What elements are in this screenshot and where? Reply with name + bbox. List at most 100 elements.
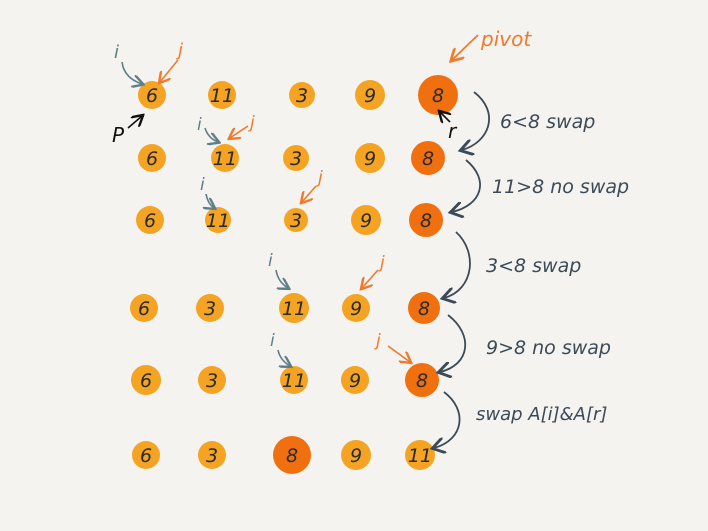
pointer-i-label-row2: i	[197, 115, 202, 135]
array-element	[132, 441, 160, 469]
element-value: 6	[138, 298, 150, 320]
pivot-element	[273, 436, 311, 474]
pointer-j-label-row3: j	[316, 168, 323, 188]
element-value: 11	[213, 148, 237, 170]
pointer-j-label-row2: j	[248, 113, 255, 133]
element-value: 3	[206, 370, 218, 392]
element-value: 8	[420, 210, 432, 232]
array-row-5: 6 3 11 9 8	[131, 363, 439, 397]
array-element	[130, 294, 158, 322]
element-value: 9	[349, 370, 361, 392]
pivot-element	[408, 292, 440, 324]
element-value: 9	[364, 85, 376, 107]
array-element	[351, 205, 381, 235]
pivot-label: pivot	[480, 27, 532, 51]
pointer-i-arrow-row3	[206, 193, 214, 208]
element-value: 11	[210, 85, 234, 107]
pointer-j-label-row1: j	[175, 40, 183, 61]
element-value: 9	[360, 210, 372, 232]
array-element	[198, 366, 226, 394]
pointer-i-label-row4: i	[268, 251, 273, 271]
element-value: 6	[146, 148, 158, 170]
pointer-i-label-row5: i	[270, 331, 275, 351]
step-label-2: 11>8 no swap	[492, 176, 629, 198]
array-row-2: 6 11 3 9 8	[138, 141, 445, 175]
element-value: 6	[140, 445, 152, 467]
array-element	[205, 207, 231, 233]
element-value: 3	[290, 210, 302, 232]
step-connector-1	[462, 91, 490, 150]
array-row-6: 6 3 8 9 11	[132, 436, 435, 474]
element-value: 9	[350, 445, 362, 467]
array-element	[131, 365, 161, 395]
pointer-j-arrow-row1	[160, 59, 179, 82]
pointer-i-arrow-row2	[204, 127, 218, 142]
step-label-4: 9>8 no swap	[486, 337, 611, 359]
step-label-3: 3<8 swap	[486, 255, 581, 277]
pointer-i-label-row3: i	[200, 175, 205, 195]
element-value: 6	[146, 85, 158, 107]
array-element	[289, 82, 315, 108]
step-connector-3	[444, 231, 471, 298]
array-element	[196, 294, 224, 322]
array-element	[284, 208, 308, 232]
pointer-p-label: P	[112, 123, 125, 147]
step-label-5: swap A[i]&A[r]	[476, 404, 607, 425]
array-element	[342, 294, 370, 322]
pointer-i-arrow-row5	[277, 349, 290, 366]
array-element	[405, 440, 435, 470]
step-connector-5	[434, 391, 461, 448]
pointer-j-label-row5: j	[374, 331, 381, 351]
element-value: 8	[422, 148, 434, 170]
pointer-i-arrow-row1	[121, 61, 142, 84]
array-element	[138, 144, 166, 172]
step-connector-2	[452, 159, 481, 212]
element-value: 8	[416, 370, 428, 392]
array-element	[198, 441, 226, 469]
element-value: 11	[206, 210, 230, 232]
pointer-j-arrow-row4	[362, 269, 379, 288]
array-element	[279, 293, 309, 323]
element-value: 8	[418, 298, 430, 320]
pivot-element	[405, 363, 439, 397]
array-element	[341, 366, 369, 394]
element-value: 9	[364, 148, 376, 170]
element-value: 8	[432, 85, 444, 107]
array-element	[355, 80, 385, 110]
element-value: 3	[206, 445, 218, 467]
element-value: 11	[408, 445, 432, 467]
pointer-r-arrow	[440, 112, 450, 122]
pointer-p-arrow	[127, 116, 142, 129]
array-element	[355, 143, 385, 173]
pointer-r-label: r	[448, 119, 458, 143]
pivot-element	[411, 141, 445, 175]
array-element	[283, 145, 309, 171]
pivot-arrow	[452, 34, 479, 60]
array-element	[211, 144, 239, 172]
pointer-j-arrow-row3	[302, 185, 317, 202]
step-connectors	[434, 91, 490, 448]
element-value: 9	[350, 298, 362, 320]
array-row-3: 6 11 3 9 8	[136, 203, 443, 237]
pointer-i-arrow-row4	[275, 269, 288, 288]
array-element	[208, 81, 236, 109]
element-value: 3	[296, 85, 308, 107]
pointer-j-arrow-row2	[230, 125, 249, 138]
array-row-1: 6 11 3 9 8	[138, 75, 458, 115]
element-value: 3	[290, 148, 302, 170]
element-value: 6	[144, 210, 156, 232]
pivot-element	[409, 203, 443, 237]
element-value: 6	[140, 370, 152, 392]
array-element	[341, 440, 371, 470]
array-element	[280, 366, 308, 394]
pointer-j-arrow-row5	[387, 345, 410, 362]
element-value: 8	[286, 445, 298, 467]
array-element	[136, 206, 164, 234]
element-value: 11	[282, 370, 306, 392]
step-label-1: 6<8 swap	[500, 111, 595, 133]
pivot-element	[418, 75, 458, 115]
